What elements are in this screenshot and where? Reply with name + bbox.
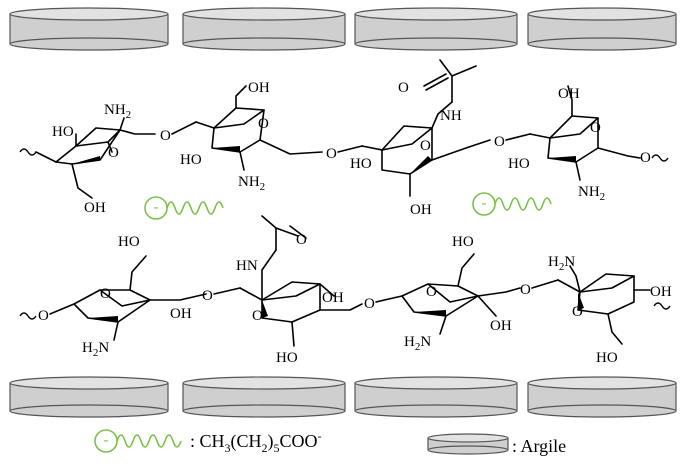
alkyl-tail (116, 434, 182, 448)
surfactant-formula: : CH3(CH2)5COO- (190, 429, 322, 455)
clay-platelet (527, 376, 677, 418)
label-ring-o: O (100, 286, 111, 302)
negative-charge: - (103, 433, 108, 449)
label-ring-o: O (252, 308, 263, 324)
label-ring-o: O (108, 145, 119, 161)
acetylglucosamine-ring-3 (361, 59, 491, 197)
label-oh: OH (248, 80, 270, 96)
clay-platelet (354, 376, 518, 418)
legend-surfactant: - : CH3(CH2)5COO- (94, 429, 322, 455)
clay-platelet-icon (427, 433, 509, 455)
chitosan-chain-top: HO NH2 O OH O OH HO O NH2 O (19, 59, 669, 218)
glycosidic-oxygen: O (38, 308, 49, 324)
label-oh: OH (558, 86, 580, 102)
label-ring-o: O (572, 304, 583, 320)
label-ho: HO (276, 350, 298, 366)
surfactant-marker: - (472, 192, 552, 216)
glucosamine-ring-4 (557, 265, 651, 345)
label-nh2: H2N (404, 334, 431, 353)
chain-start-wavy (19, 148, 37, 156)
glycosidic-oxygen: O (326, 146, 337, 162)
label-oh: OH (322, 290, 344, 306)
negative-charge: - (481, 196, 486, 212)
label-nh2: NH2 (104, 102, 131, 121)
glycosidic-oxygen: O (494, 134, 505, 150)
chain-end-wavy (653, 302, 671, 310)
label-oh: OH (84, 200, 106, 216)
alkyl-tail (494, 197, 552, 211)
label-ho: HO (52, 124, 74, 140)
label-nh2: H2N (82, 340, 109, 359)
label-nh2: H2N (548, 254, 575, 273)
glycosidic-oxygen: O (520, 282, 531, 298)
legend-clay: : Argile (427, 433, 566, 456)
glucosamine-ring-2 (195, 85, 323, 171)
glycosidic-oxygen: O (640, 150, 651, 166)
negative-charge: - (153, 200, 158, 216)
label-nh: HN (236, 258, 258, 274)
label-nh2: NH2 (238, 174, 265, 193)
label-nh2: NH2 (578, 184, 605, 203)
label-ho: HO (596, 350, 618, 366)
label-ho: HO (118, 234, 140, 250)
clay-layer-bottom (9, 376, 677, 418)
label-ring-o: O (258, 116, 269, 132)
clay-label: : Argile (512, 436, 566, 456)
clay-platelet (182, 7, 346, 51)
glucosamine-ring-3 (401, 253, 521, 335)
surfactant-marker: - (144, 196, 224, 220)
chain-end-wavy (651, 154, 669, 162)
label-ho: HO (508, 156, 530, 172)
glucosamine-ring-1 (35, 117, 156, 199)
label-oh: OH (650, 284, 672, 300)
legend: - : CH3(CH2)5COO- : Argile (94, 429, 566, 456)
label-ring-o: O (426, 284, 437, 300)
label-nh: NH (440, 108, 462, 124)
glycosidic-oxygen: O (160, 128, 171, 144)
glucosamine-ring-1 (73, 255, 207, 341)
label-oh: OH (410, 202, 432, 218)
chain-start-wavy (19, 312, 37, 320)
clay-platelet (354, 7, 518, 51)
glycosidic-oxygen: O (364, 296, 375, 312)
clay-platelet (9, 7, 169, 51)
label-ring-o: O (420, 138, 431, 154)
label-ho: HO (452, 234, 474, 250)
label-ring-o: O (590, 120, 601, 136)
label-acetyl-o: O (296, 232, 307, 248)
clay-layer-top (9, 7, 677, 51)
label-oh: OH (490, 318, 512, 334)
clay-platelet (9, 376, 169, 418)
glycosidic-oxygen: O (202, 288, 213, 304)
glucosamine-ring-4 (529, 85, 641, 181)
label-acetyl-o: O (398, 80, 409, 96)
alkyl-tail (166, 201, 224, 215)
label-ho: HO (350, 156, 372, 172)
label-oh: OH (170, 306, 192, 322)
clay-platelet (527, 7, 677, 51)
chitosan-chain-bottom: O HO O OH H2N O O (19, 215, 672, 366)
clay-platelet (182, 376, 346, 418)
acetylglucosamine-ring-2 (239, 215, 363, 347)
label-ho: HO (180, 152, 202, 168)
